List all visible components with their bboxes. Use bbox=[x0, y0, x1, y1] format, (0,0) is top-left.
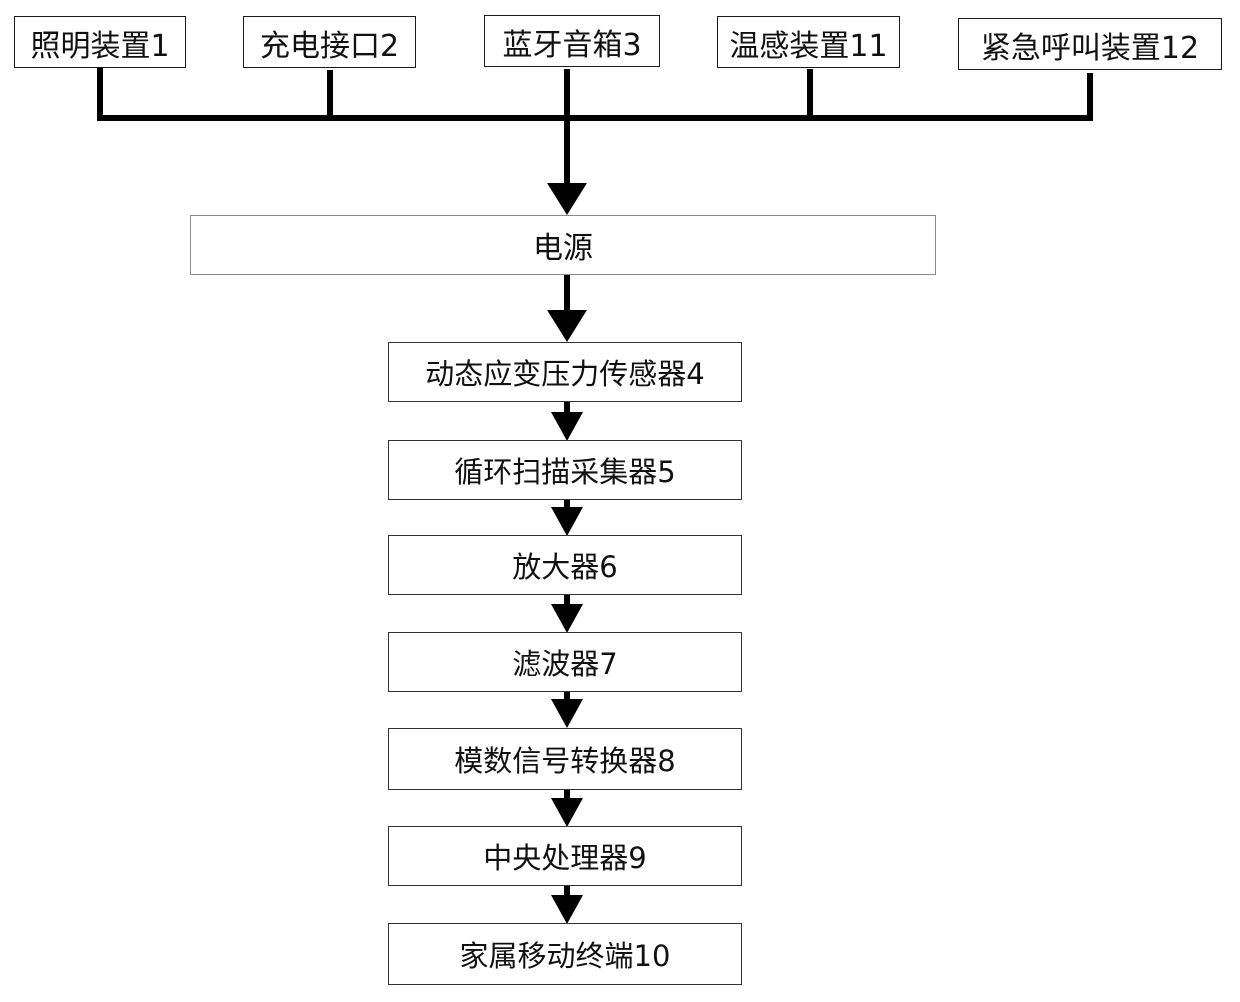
adc-converter-box: 模数信号转换器8 bbox=[388, 728, 742, 790]
lighting-device-box: 照明装置1 bbox=[14, 16, 186, 68]
family-mobile-terminal-box: 家属移动终端10 bbox=[388, 923, 742, 985]
emergency-call-label: 紧急呼叫装置12 bbox=[981, 23, 1199, 67]
adc-converter-label: 模数信号转换器8 bbox=[454, 738, 675, 780]
scan-collector-label: 循环扫描采集器5 bbox=[454, 449, 675, 491]
arrowhead-to-amplifier bbox=[551, 507, 583, 536]
family-mobile-terminal-label: 家属移动终端10 bbox=[460, 933, 671, 975]
lighting-device-label: 照明装置1 bbox=[30, 21, 169, 65]
bluetooth-speaker-label: 蓝牙音箱3 bbox=[502, 20, 641, 64]
filter-label: 滤波器7 bbox=[512, 641, 617, 683]
temperature-sensor-box: 温感装置11 bbox=[717, 16, 900, 68]
amplifier-box: 放大器6 bbox=[388, 535, 742, 595]
emergency-call-box: 紧急呼叫装置12 bbox=[958, 18, 1222, 70]
scan-collector-box: 循环扫描采集器5 bbox=[388, 440, 742, 500]
arrowhead-to-sensor bbox=[547, 310, 587, 342]
charging-port-label: 充电接口2 bbox=[260, 21, 399, 65]
central-processor-label: 中央处理器9 bbox=[483, 835, 646, 877]
arrowhead-to-filter bbox=[551, 604, 583, 633]
arrowhead-to-collector bbox=[551, 412, 583, 441]
power-supply-box: 电源 bbox=[190, 215, 936, 275]
arrowhead-to-terminal bbox=[551, 895, 583, 924]
arrowhead-to-adc bbox=[551, 699, 583, 728]
temperature-sensor-label: 温感装置11 bbox=[729, 21, 887, 65]
central-processor-box: 中央处理器9 bbox=[388, 826, 742, 886]
amplifier-label: 放大器6 bbox=[512, 544, 617, 586]
power-supply-label: 电源 bbox=[533, 223, 593, 267]
strain-pressure-sensor-box: 动态应变压力传感器4 bbox=[388, 342, 742, 402]
arrowhead-to-power bbox=[547, 183, 587, 215]
strain-pressure-sensor-label: 动态应变压力传感器4 bbox=[425, 351, 704, 393]
bluetooth-speaker-box: 蓝牙音箱3 bbox=[484, 15, 660, 67]
charging-port-box: 充电接口2 bbox=[243, 16, 416, 68]
arrowhead-to-cpu bbox=[551, 798, 583, 827]
filter-box: 滤波器7 bbox=[388, 632, 742, 692]
